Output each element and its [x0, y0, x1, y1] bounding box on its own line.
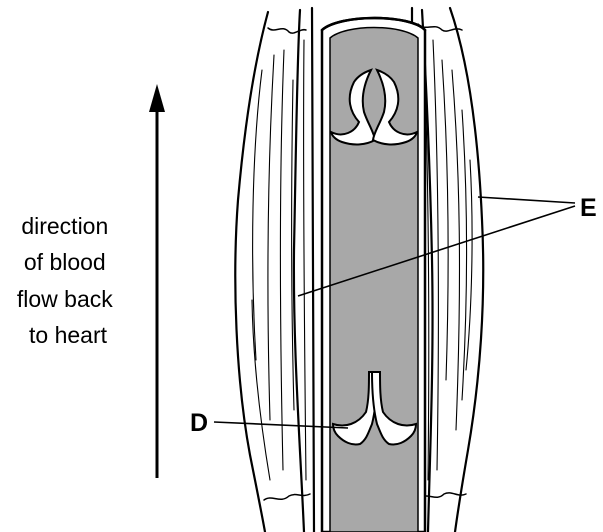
direction-label: direction of blood flow back to heart	[17, 213, 119, 348]
direction-label-line-4: to heart	[29, 322, 108, 348]
left-skeletal-muscle	[235, 8, 314, 532]
blood-in-vein	[330, 28, 418, 532]
label-e-pointer-right-muscle	[478, 197, 575, 203]
direction-label-line-3: flow back	[17, 286, 113, 312]
direction-label-line-1: direction	[21, 213, 108, 239]
direction-label-line-2: of blood	[24, 249, 106, 275]
label-e: E	[580, 194, 597, 222]
vein	[322, 18, 425, 532]
blood-flow-direction-arrow	[149, 84, 165, 478]
label-d: D	[190, 409, 208, 437]
